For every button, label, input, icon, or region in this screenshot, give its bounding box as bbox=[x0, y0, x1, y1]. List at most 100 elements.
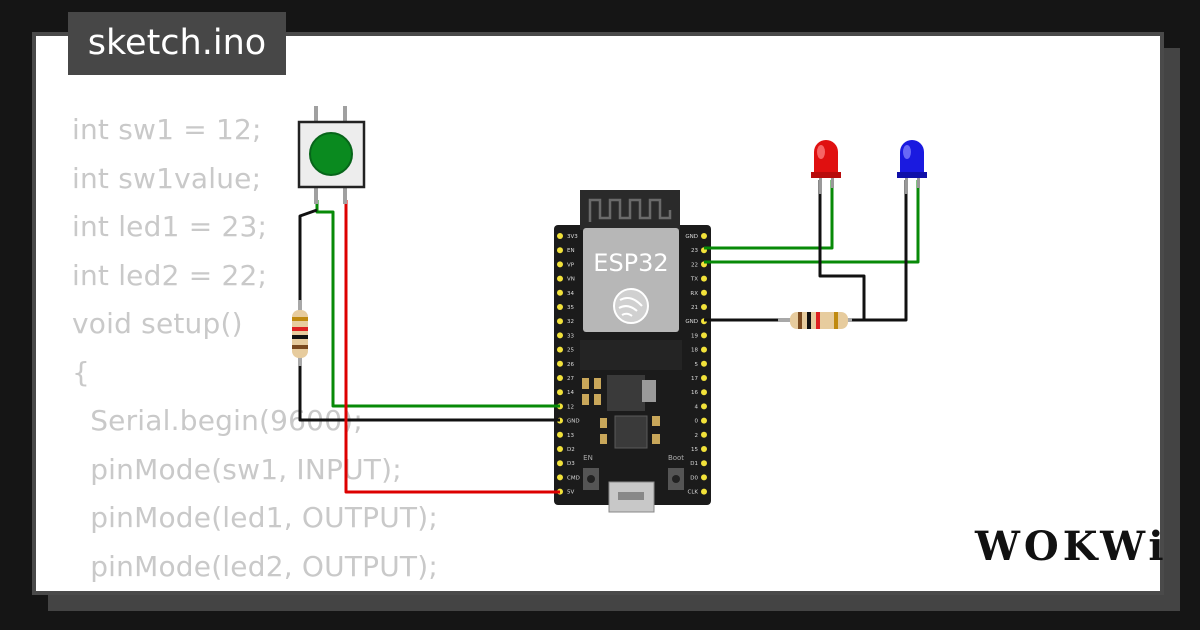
right-pin[interactable] bbox=[701, 403, 707, 410]
wokwi-logo: WOKWi bbox=[975, 523, 1168, 570]
code-line: int led2 = 22; bbox=[72, 258, 268, 292]
resistor-led bbox=[778, 312, 852, 329]
left-pin-label: D2 bbox=[567, 447, 575, 453]
code-line: void setup() bbox=[72, 307, 243, 340]
left-pin-label: 27 bbox=[567, 376, 574, 382]
right-pin[interactable] bbox=[701, 304, 707, 310]
left-pin-label: D3 bbox=[567, 461, 575, 467]
code-line: pinMode(sw1, INPUT); bbox=[72, 452, 402, 486]
left-pin-header: 3V3ENVPVN343532332526271412GND13D2D3CMD5… bbox=[557, 233, 580, 496]
right-pin[interactable] bbox=[701, 332, 707, 339]
left-pin[interactable] bbox=[557, 318, 563, 325]
right-pin[interactable] bbox=[701, 375, 707, 381]
right-pin-label: 23 bbox=[691, 248, 698, 254]
right-pin-label: 19 bbox=[691, 333, 698, 339]
right-pin-label: 16 bbox=[691, 390, 698, 396]
code-line: int sw1 = 12; bbox=[72, 113, 262, 146]
left-pin[interactable] bbox=[557, 304, 563, 310]
left-pin[interactable] bbox=[557, 261, 563, 268]
right-pin-label: 4 bbox=[695, 404, 699, 410]
en-button-label: EN bbox=[583, 454, 593, 462]
right-pin-label: TX bbox=[690, 277, 698, 283]
right-pin[interactable] bbox=[701, 474, 707, 481]
left-pin[interactable] bbox=[557, 389, 563, 396]
led-red[interactable] bbox=[811, 140, 841, 194]
left-pin[interactable] bbox=[557, 233, 563, 239]
right-pin-label: 17 bbox=[691, 376, 698, 382]
left-pin[interactable] bbox=[557, 446, 563, 452]
code-listing: int sw1 = 12; int sw1value; int led1 = 23;… bbox=[72, 106, 438, 591]
right-pin-label: GND bbox=[685, 319, 698, 325]
wire-resistor-to-leds bbox=[848, 180, 908, 322]
right-pin-label: 22 bbox=[691, 262, 698, 268]
left-pin[interactable] bbox=[557, 460, 563, 467]
wires bbox=[298, 180, 920, 494]
code-line: int led1 = 23; bbox=[72, 210, 268, 243]
wire-red-led-cathode bbox=[818, 180, 866, 320]
left-pin[interactable] bbox=[557, 346, 563, 353]
left-pin-label: VP bbox=[567, 262, 575, 268]
resistor-pulldown bbox=[292, 300, 308, 366]
right-pin[interactable] bbox=[701, 431, 707, 438]
left-pin-label: CMD bbox=[567, 475, 580, 481]
right-pin[interactable] bbox=[701, 446, 707, 452]
code-line: int sw1value; bbox=[72, 161, 262, 195]
left-pin-label: 3V3 bbox=[567, 234, 578, 240]
wire-button-resistor-gnd bbox=[298, 208, 318, 308]
right-pin[interactable] bbox=[701, 460, 707, 467]
esp32-label: ESP32 bbox=[593, 249, 668, 277]
left-pin-label: 14 bbox=[567, 390, 574, 396]
right-pin[interactable] bbox=[701, 233, 707, 239]
left-pin-label: 33 bbox=[567, 333, 574, 339]
right-pin-label: 5 bbox=[695, 362, 699, 368]
left-pin-label: 5V bbox=[567, 490, 574, 496]
left-pin-label: 25 bbox=[567, 348, 574, 354]
espressif-logo-icon bbox=[613, 288, 649, 324]
left-pin-label: 35 bbox=[567, 305, 574, 311]
left-pin[interactable] bbox=[557, 275, 563, 282]
right-pin[interactable] bbox=[701, 360, 707, 367]
right-pin-label: D1 bbox=[690, 461, 698, 467]
wire-gpio23-to-red-led bbox=[704, 180, 834, 250]
left-pin[interactable] bbox=[557, 332, 563, 339]
left-pin-label: 13 bbox=[567, 433, 574, 439]
wire-button-to-gpio12 bbox=[315, 200, 560, 408]
boot-button-label: Boot bbox=[668, 454, 684, 462]
left-pin[interactable] bbox=[557, 431, 563, 438]
right-pin[interactable] bbox=[701, 346, 707, 353]
left-pin[interactable] bbox=[557, 360, 563, 367]
led-blue[interactable] bbox=[897, 140, 927, 194]
left-pin[interactable] bbox=[557, 375, 563, 381]
left-pin[interactable] bbox=[557, 289, 563, 296]
code-line: pinMode(led1, OUTPUT); bbox=[72, 501, 438, 534]
wire-gpio22-to-blue-led bbox=[704, 180, 920, 264]
left-pin-label: 34 bbox=[567, 291, 574, 297]
right-pin-label: 18 bbox=[691, 348, 698, 354]
right-pin-label: D0 bbox=[690, 475, 698, 481]
left-pin-label: 12 bbox=[567, 404, 574, 410]
right-pin-label: RX bbox=[690, 291, 698, 297]
left-pin[interactable] bbox=[557, 474, 563, 481]
left-pin[interactable] bbox=[557, 247, 563, 254]
wire-button-to-5v bbox=[344, 200, 560, 494]
left-pin-label: GND bbox=[567, 419, 580, 425]
left-pin-label: 32 bbox=[567, 319, 574, 325]
right-pin-label: 0 bbox=[695, 419, 699, 425]
right-pin-label: 2 bbox=[695, 433, 699, 439]
right-pin[interactable] bbox=[701, 389, 707, 396]
right-pin[interactable] bbox=[701, 488, 707, 495]
right-pin[interactable] bbox=[701, 289, 707, 296]
wire-resistor-to-gnd bbox=[298, 358, 560, 422]
right-pin-label: 21 bbox=[691, 305, 698, 311]
code-line: pinMode(led2, OUTPUT); bbox=[72, 549, 438, 583]
right-pin-label: 15 bbox=[691, 447, 698, 453]
pushbutton[interactable] bbox=[297, 106, 366, 204]
right-pin[interactable] bbox=[701, 275, 707, 282]
file-tab[interactable]: sketch.ino bbox=[68, 12, 286, 75]
right-pin[interactable] bbox=[701, 417, 707, 424]
left-pin-label: VN bbox=[567, 277, 575, 283]
left-pin-label: EN bbox=[567, 248, 575, 254]
esp32-board[interactable]: ESP32 EN Boot 3V3ENVPVN34353233252627141… bbox=[554, 190, 711, 513]
